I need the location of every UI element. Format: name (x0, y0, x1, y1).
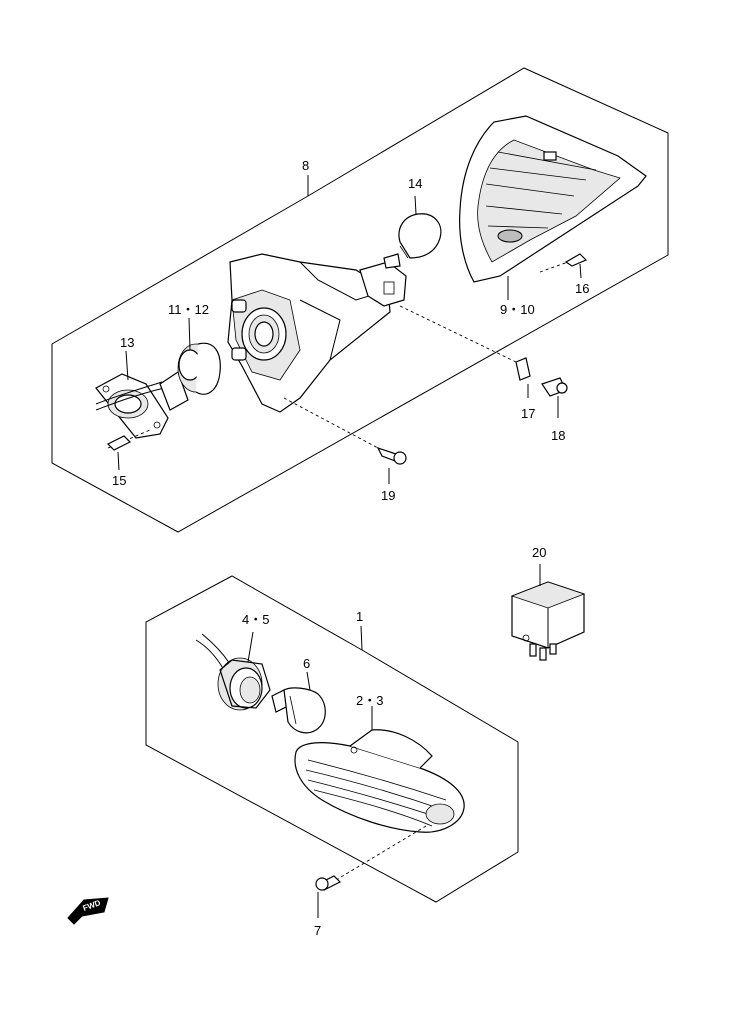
socket-part-4-5 (195, 631, 271, 711)
bulb-socket-part-11-12 (159, 317, 221, 411)
callout-4-5: 4・5 (242, 612, 269, 627)
callout-17: 17 (521, 406, 535, 421)
callout-18: 18 (551, 428, 565, 443)
callout-13: 13 (120, 335, 134, 350)
callout-11-12: 11・12 (168, 302, 209, 317)
callout-14: 14 (408, 176, 422, 191)
callout-8: 8 (302, 158, 309, 173)
lower-assembly-frame (145, 575, 519, 903)
screw-part-19 (283, 397, 407, 484)
screw-part-18 (541, 377, 568, 418)
lens-part-9-10 (459, 115, 647, 300)
clip-nut-part-17 (399, 305, 531, 398)
callout-15: 15 (112, 473, 126, 488)
callout-2-3: 2・3 (356, 693, 383, 708)
lens-part-2-3 (294, 706, 465, 833)
screw-part-15 (106, 429, 151, 471)
callout-7: 7 (314, 923, 321, 938)
callout-1: 1 (356, 609, 363, 624)
callout-6: 6 (303, 656, 310, 671)
bulb-part-14 (383, 195, 442, 269)
forward-direction-arrow-icon: FWD (67, 897, 109, 925)
callout-9-10: 9・10 (500, 302, 535, 317)
upper-assembly-frame (51, 67, 669, 533)
housing-part-8 (227, 253, 407, 413)
screw-part-16 (539, 253, 588, 279)
screw-part-7 (315, 825, 427, 918)
callout-19: 19 (381, 488, 395, 503)
callout-20: 20 (532, 545, 546, 560)
relay-part-20 (510, 564, 586, 661)
bulb-part-6 (271, 671, 326, 734)
callout-16: 16 (575, 281, 589, 296)
gasket-part-13 (95, 350, 169, 439)
